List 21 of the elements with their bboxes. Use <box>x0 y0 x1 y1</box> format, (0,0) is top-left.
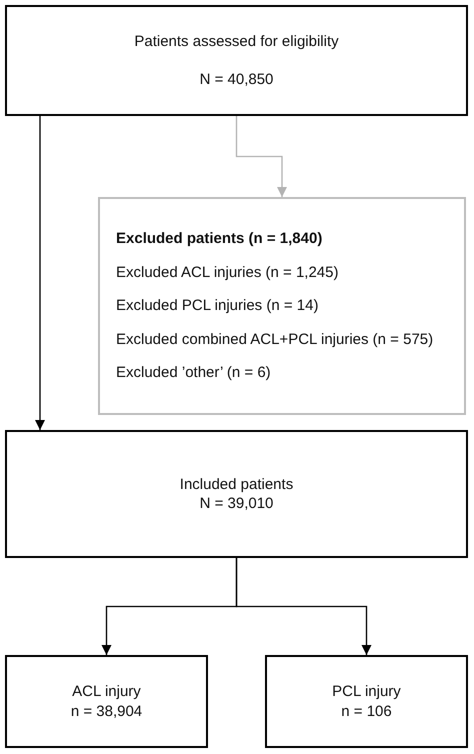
arrow <box>35 116 45 430</box>
box-text: Excluded combined ACL+PCL injuries (n = 575) <box>116 330 434 350</box>
box-text: N = 39,010 <box>200 494 274 514</box>
box-text: n = 38,904 <box>70 702 142 721</box>
box-text: ACL injury <box>72 682 141 702</box>
process-box <box>98 197 466 415</box>
arrow <box>236 116 287 197</box>
process-box <box>5 655 208 748</box>
box-text: n = 106 <box>341 702 392 721</box>
arrow <box>236 558 372 655</box>
box-text: Excluded PCL injuries (n = 14) <box>116 296 318 316</box>
box-text: N = 40,850 <box>200 70 274 89</box>
heading-text: Excluded patients (n = 1,840) <box>116 229 322 249</box>
box-text: Excluded ’other’ (n = 6) <box>116 363 271 383</box>
box-text: PCL injury <box>332 682 401 702</box>
process-box <box>5 5 468 116</box>
process-box <box>265 655 468 748</box>
box-text: Included patients <box>180 474 294 494</box>
process-box <box>5 430 468 558</box>
box-text: Patients assessed for eligibility <box>134 32 339 52</box>
box-text: Excluded ACL injuries (n = 1,245) <box>116 262 338 282</box>
